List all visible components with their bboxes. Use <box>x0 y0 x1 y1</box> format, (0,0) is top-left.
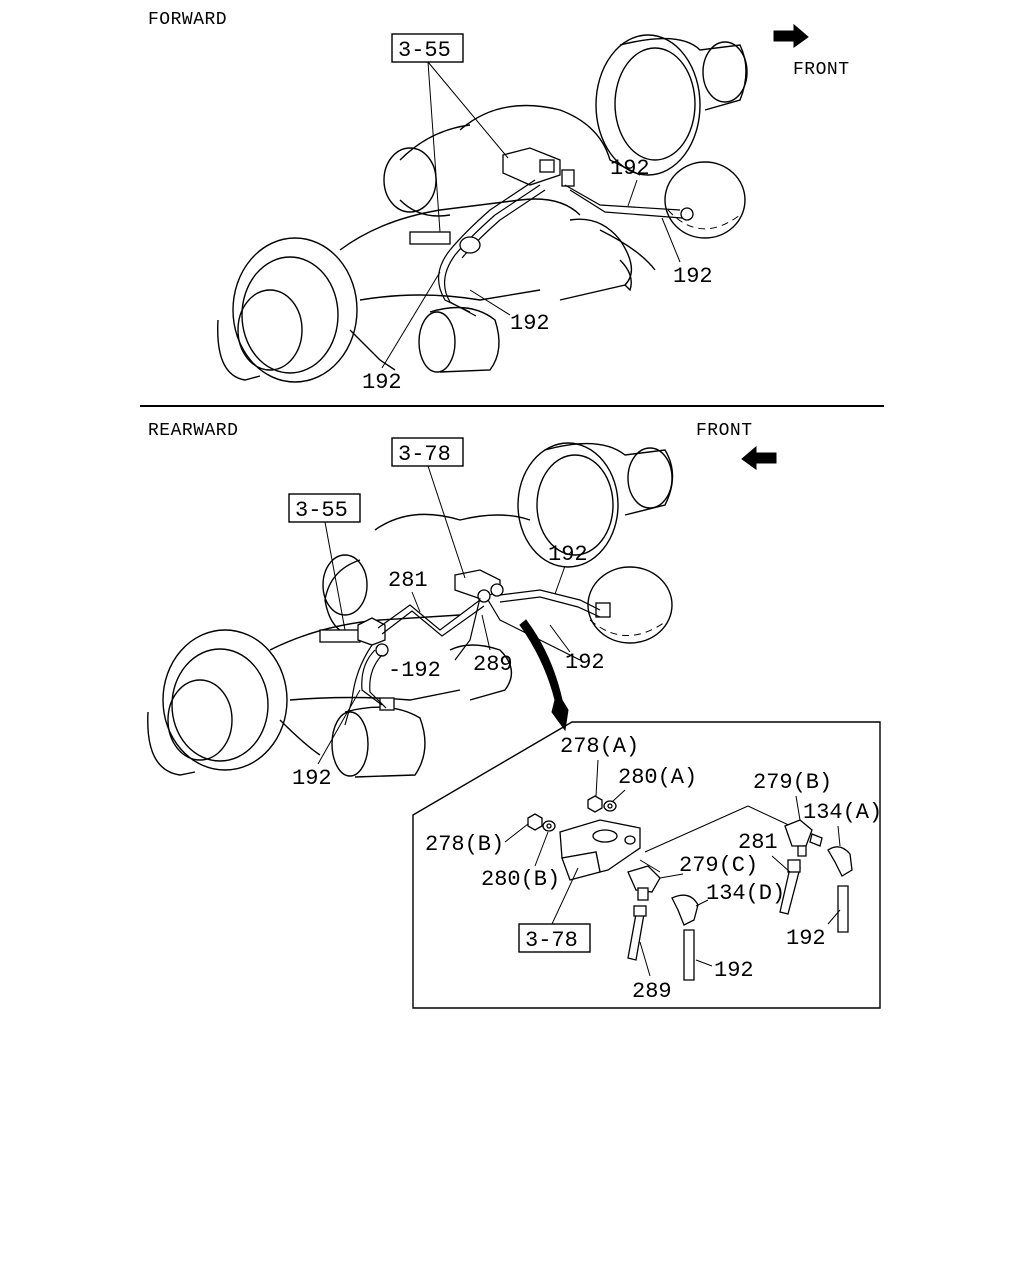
detail-pointer-arrow-icon <box>519 619 569 732</box>
callout-281: 281 <box>738 830 778 855</box>
forward-front-arrow-icon <box>773 23 809 48</box>
callout-192: 192 <box>610 156 650 181</box>
callout-134d: 134(D) <box>706 881 785 906</box>
washer-280a-icon <box>603 800 617 812</box>
rearward-callouts: 281 192 289 192 -192 192 <box>292 542 605 791</box>
tee-fitting-279c-icon <box>627 865 661 901</box>
tee-fitting-279b-icon <box>784 819 823 857</box>
callout-192: 192 <box>548 542 588 567</box>
callout-192: 192 <box>673 264 713 289</box>
callout-192: 192 <box>786 926 826 951</box>
forward-axle-drawing <box>217 34 748 383</box>
callout-192: 192 <box>714 958 754 983</box>
elbow-fitting-134d-icon <box>671 894 699 926</box>
callout-280b: 280(B) <box>481 867 560 892</box>
callout-279c: 279(C) <box>679 853 758 878</box>
callout-280a: 280(A) <box>618 765 697 790</box>
callout-192: 192 <box>565 650 605 675</box>
rearward-ref-3-55: 3-55 <box>288 493 361 631</box>
callout-192: 192 <box>362 370 402 395</box>
rearward-ref-3-78: 3-78 <box>391 437 466 579</box>
callout-192: 192 <box>510 311 550 336</box>
callout-281: 281 <box>388 568 428 593</box>
callout-192: 192 <box>292 766 332 791</box>
rearward-axle-drawing <box>147 442 674 778</box>
callout-279b: 279(B) <box>753 770 832 795</box>
elbow-fitting-134a-icon <box>827 846 853 877</box>
callout-278b: 278(B) <box>425 832 504 857</box>
rearward-front-label: FRONT <box>696 421 753 441</box>
detail-view: 3-78 278(A) 280(A) 279(B) 134(A) 281 278… <box>412 721 882 1009</box>
forward-ref-3-55: 3-55 <box>391 33 509 233</box>
rearward-ref-3-78-label: 3-78 <box>398 442 451 467</box>
rearward-ref-3-55-label: 3-55 <box>295 498 348 523</box>
rearward-front-arrow-icon <box>741 445 777 470</box>
nut-278b-icon <box>527 813 543 831</box>
forward-callouts: 192 192 192 192 <box>362 156 713 395</box>
forward-heading: FORWARD <box>148 10 227 30</box>
callout-289: 289 <box>473 652 513 677</box>
forward-ref-3-55-label: 3-55 <box>398 38 451 63</box>
forward-section: FORWARD FRONT <box>148 10 850 395</box>
rearward-section: REARWARD FRONT <box>147 421 882 1009</box>
detail-ref-3-78-label: 3-78 <box>525 928 578 953</box>
nut-278a-icon <box>587 795 603 813</box>
callout-289: 289 <box>632 979 672 1004</box>
rearward-heading: REARWARD <box>148 421 238 441</box>
detail-ref-3-78: 3-78 <box>518 867 591 953</box>
callout-192: -192 <box>388 658 441 683</box>
forward-front-label: FRONT <box>793 60 850 80</box>
callout-278a: 278(A) <box>560 734 639 759</box>
washer-280b-icon <box>542 820 556 832</box>
callout-134a: 134(A) <box>803 800 882 825</box>
